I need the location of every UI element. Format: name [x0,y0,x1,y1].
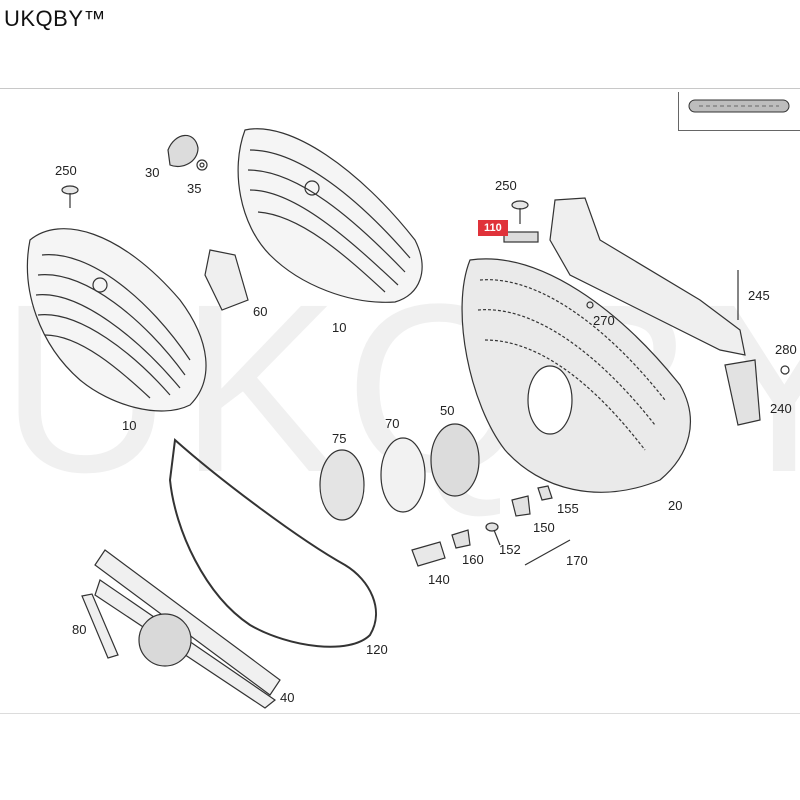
label-120: 120 [366,642,388,657]
bracket-140 [411,541,446,567]
wire-170 [524,539,571,566]
label-35: 35 [187,181,202,196]
label-240: 240 [770,401,792,416]
label-152: 152 [499,542,521,557]
inset-part-icon [688,99,790,113]
emblem-70 [380,437,426,513]
emblem-75 [319,449,365,521]
label-155: 155 [557,501,579,516]
label-280: 280 [775,342,797,357]
grille-main [461,258,691,493]
strip-80 [81,593,119,659]
label-75: 75 [332,431,347,446]
label-40: 40 [280,690,295,705]
frame-120 [168,437,377,648]
inset-thumbnail [678,92,800,131]
grille-left [26,228,207,412]
screw-250-left [61,185,79,208]
label-110: 110 [478,220,508,236]
label-170: 170 [566,553,588,568]
label-30: 30 [145,165,160,180]
label-20: 20 [668,498,683,513]
label-270: 270 [593,313,615,328]
label-245: 245 [748,288,770,303]
screw-152 [485,522,501,546]
screw-250-right [511,200,529,224]
cover-60 [204,249,249,311]
label-60: 60 [253,304,268,319]
label-10-upper: 10 [332,320,347,335]
emblem-50 [430,423,480,497]
label-140: 140 [428,572,450,587]
clip-150 [511,495,531,517]
grille-upper [237,128,423,303]
bracket-assembly [503,197,790,426]
cap-and-nut [167,134,208,171]
label-10-left: 10 [122,418,137,433]
brand-logo-text: UKQBY™ [4,6,107,31]
label-70: 70 [385,416,400,431]
clip-160 [451,529,471,549]
trim-40 [94,549,281,709]
label-250-right: 250 [495,178,517,193]
label-50: 50 [440,403,455,418]
label-250-left: 250 [55,163,77,178]
label-150: 150 [533,520,555,535]
clip-155 [537,485,553,501]
label-160: 160 [462,552,484,567]
label-80: 80 [72,622,87,637]
